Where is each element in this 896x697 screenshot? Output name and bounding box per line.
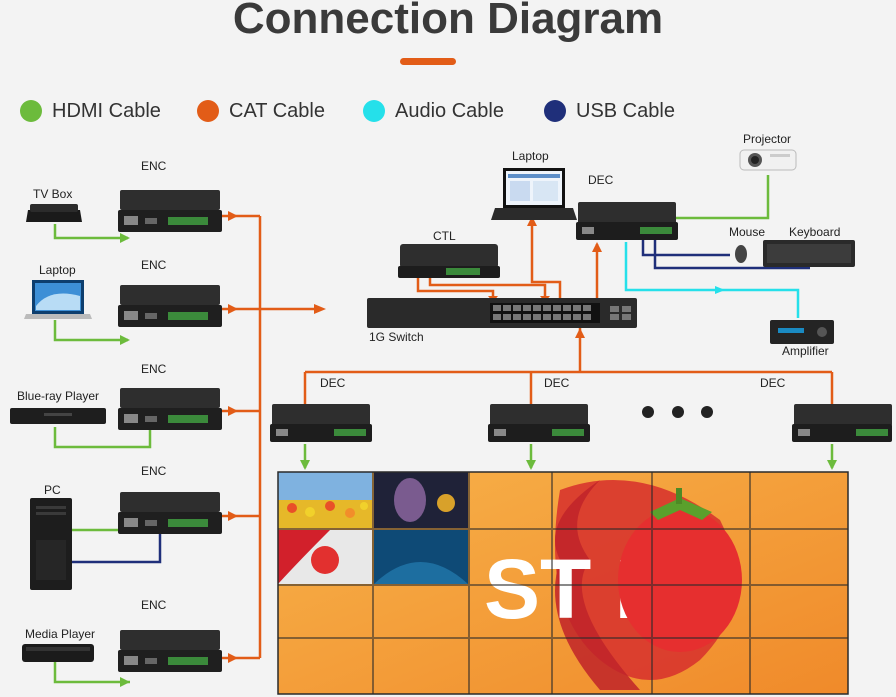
usb-legend-dot: [544, 100, 566, 122]
amplifier-device: [770, 320, 834, 344]
title-underline: [400, 58, 456, 65]
encoder-1: [118, 190, 222, 232]
encoder-3: [118, 388, 222, 430]
switch-label: 1G Switch: [369, 330, 424, 344]
hdmi-arrowheads: [120, 233, 837, 687]
ellipsis-dots: [642, 406, 713, 418]
encoder-4: [118, 492, 222, 534]
enc-label-1: ENC: [141, 159, 167, 173]
audio-cables: [624, 242, 800, 318]
encoder-2: [118, 285, 222, 327]
enc-label-5: ENC: [141, 598, 167, 612]
legend-label: Audio Cable: [395, 99, 504, 122]
laptop-top-device: [491, 168, 577, 220]
legend-label: HDMI Cable: [52, 99, 161, 122]
legend-label: USB Cable: [576, 99, 675, 122]
usb-cables: [72, 240, 810, 564]
legend-item-usb: USB Cable: [544, 98, 675, 124]
mouse-label: Mouse: [729, 225, 765, 239]
cat-legend-dot: [197, 100, 219, 122]
laptop-top-label: Laptop: [512, 149, 549, 163]
dec-bottom-label-2: DEC: [544, 376, 570, 390]
tv-box-device: [26, 204, 82, 222]
dec-top-label: DEC: [588, 173, 614, 187]
projector-device: [739, 149, 797, 171]
hdmi-legend-dot: [20, 100, 42, 122]
projector-label: Projector: [743, 132, 791, 146]
enc-label-3: ENC: [141, 362, 167, 376]
amplifier-label: Amplifier: [782, 344, 829, 358]
audio-legend-dot: [363, 100, 385, 122]
video-wall: ST BY: [277, 471, 849, 695]
laptop-source-device: [24, 280, 92, 319]
ctl-label: CTL: [433, 229, 456, 243]
laptop-source-label: Laptop: [39, 263, 76, 277]
dec-bottom-1: [270, 404, 372, 442]
enc-label-2: ENC: [141, 258, 167, 272]
blueray-player-device: [10, 408, 106, 424]
legend-label: CAT Cable: [229, 99, 325, 122]
dec-bottom-2: [488, 404, 590, 442]
pc-device: [30, 498, 72, 590]
legend-item-cat: CAT Cable: [197, 98, 325, 124]
audio-arrowhead: [715, 286, 725, 294]
dec-bottom-label-1: DEC: [320, 376, 346, 390]
dec-bottom-label-3: DEC: [760, 376, 786, 390]
legend-item-hdmi: HDMI Cable: [20, 98, 161, 124]
dec-top-device: [576, 202, 678, 240]
mouse-device: [735, 245, 747, 263]
pc-label: PC: [44, 483, 61, 497]
legend-item-audio: Audio Cable: [363, 98, 504, 124]
tv-box-label: TV Box: [33, 187, 72, 201]
dec-bottom-3: [792, 404, 892, 442]
switch-device: [367, 298, 637, 328]
blueray-label: Blue-ray Player: [17, 389, 99, 403]
page-title: Connection Diagram: [232, 0, 664, 43]
ctl-device: [398, 244, 500, 278]
keyboard-label: Keyboard: [789, 225, 840, 239]
keyboard-device: [763, 240, 855, 267]
enc-label-4: ENC: [141, 464, 167, 478]
media-player-label: Media Player: [25, 627, 95, 641]
media-player-device: [22, 644, 94, 662]
encoder-5: [118, 630, 222, 672]
